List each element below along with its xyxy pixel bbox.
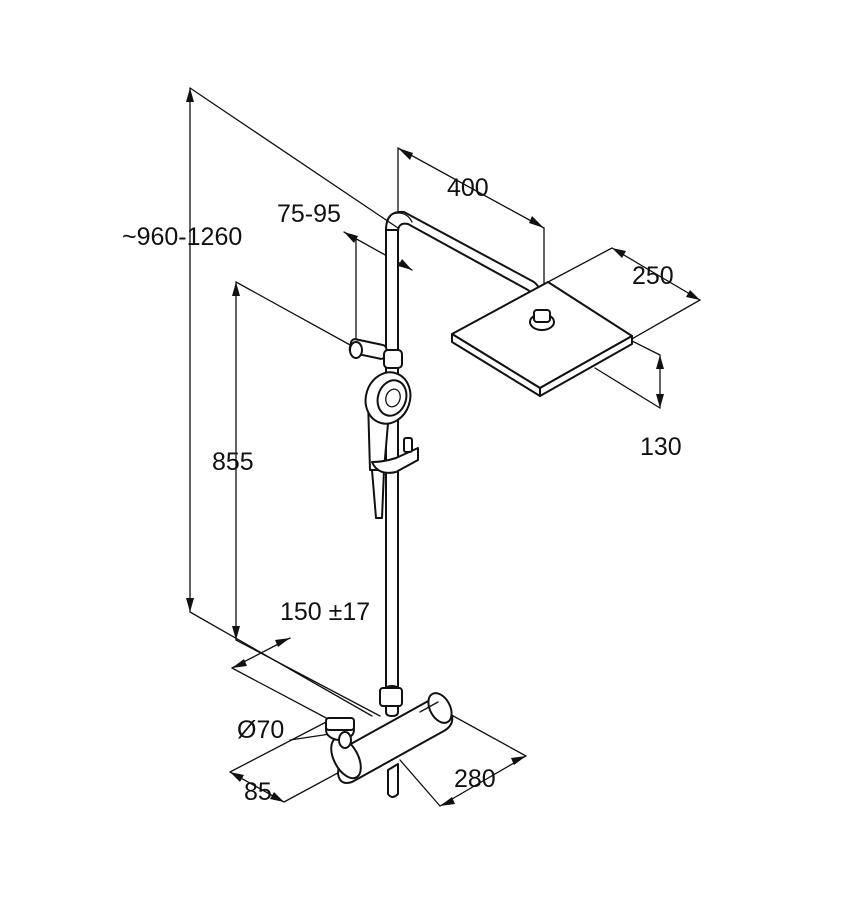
- hose-connector: [371, 469, 385, 519]
- rail-height-extension-bottom: [235, 639, 381, 717]
- arrow-rail-height-top: [232, 282, 240, 296]
- slider-knob: [403, 437, 413, 453]
- arrow-slider-left: [344, 232, 358, 243]
- head-depth-label: 130: [640, 433, 682, 461]
- mixer-width-extension-left: [399, 759, 441, 807]
- hand-shower-nozzle-ring: [385, 388, 401, 408]
- wall-offset-extension-left: [229, 719, 331, 773]
- arrow-wall-offset-left: [230, 772, 244, 782]
- arrow-total-height-top: [186, 88, 194, 102]
- mixer-width-dimension-line: [439, 755, 527, 807]
- head-width-extension-back: [547, 247, 613, 283]
- mixer-right-end-cap: [427, 692, 453, 724]
- arrow-head-depth-top: [656, 355, 664, 369]
- wall-bracket-top: [348, 338, 403, 369]
- left-inlet-nut: [338, 731, 352, 749]
- head-swivel-collar: [533, 309, 551, 323]
- rail-height-extension-top: [235, 281, 353, 347]
- head-width-extension-right: [629, 299, 701, 341]
- hand-shower: [364, 371, 412, 519]
- total-height-extension-top: [189, 87, 399, 229]
- arrow-wall-offset-right: [270, 792, 284, 802]
- head-shower: [451, 281, 633, 397]
- wall-offset-label: 85: [244, 778, 272, 806]
- head-depth-extension-top: [629, 339, 661, 356]
- slider-holder: [371, 437, 419, 474]
- rail-clamp: [383, 349, 403, 369]
- arrow-head-width-left: [612, 248, 626, 258]
- arrow-inlet-left: [232, 659, 247, 668]
- arrow-total-height-bottom: [186, 598, 194, 612]
- arrow-slider-right: [398, 259, 412, 270]
- arm-outer-edge: [385, 210, 545, 311]
- arm-bend-ring: [391, 212, 413, 223]
- thermostatic-mixer: [325, 685, 454, 798]
- mixer-width-label: 280: [454, 765, 496, 793]
- head-front-right-face: [539, 335, 633, 397]
- left-inlet-connector: [325, 717, 355, 731]
- arrow-mixer-right: [511, 756, 526, 765]
- arm-length-label: 400: [447, 174, 489, 202]
- inlet-diameter-label: Ø70: [237, 716, 284, 744]
- shower-product: [325, 210, 633, 798]
- arrow-arm-left: [398, 148, 413, 160]
- mixer-width-extension-right: [445, 711, 527, 757]
- arrow-inlet-right: [275, 638, 290, 647]
- outlet-spout: [387, 763, 399, 798]
- slider-offset-label: 75-95: [277, 200, 341, 228]
- arrow-head-width-right: [686, 290, 700, 300]
- arrow-rail-height-bottom: [232, 626, 240, 640]
- head-width-dimension-line: [611, 247, 701, 301]
- total-height-label: ~960-1260: [122, 223, 242, 251]
- inlet-spacing-label: 150 ±17: [280, 598, 370, 626]
- slider-body: [371, 447, 419, 474]
- head-depth-extension-bottom: [594, 367, 661, 409]
- head-top-face: [451, 281, 633, 389]
- dimension-labels: ~960-1260 400 75-95 250 130 855 150 ±17 …: [122, 174, 682, 806]
- diameter-leader: [289, 733, 331, 741]
- mixer-top-seam: [419, 701, 439, 713]
- arrow-head-depth-bottom: [656, 394, 664, 408]
- head-width-label: 250: [632, 262, 674, 290]
- arrowheads: [186, 88, 700, 806]
- arrow-mixer-left: [440, 797, 455, 806]
- riser-coupling: [379, 687, 403, 707]
- inlet-spacing-extension-left: [231, 667, 331, 721]
- hand-shower-face: [376, 379, 408, 417]
- arrow-arm-right: [529, 216, 544, 228]
- wall-bracket-cap: [349, 341, 363, 359]
- arm-dimension-line: [397, 147, 545, 229]
- rail-height-label: 855: [212, 448, 254, 476]
